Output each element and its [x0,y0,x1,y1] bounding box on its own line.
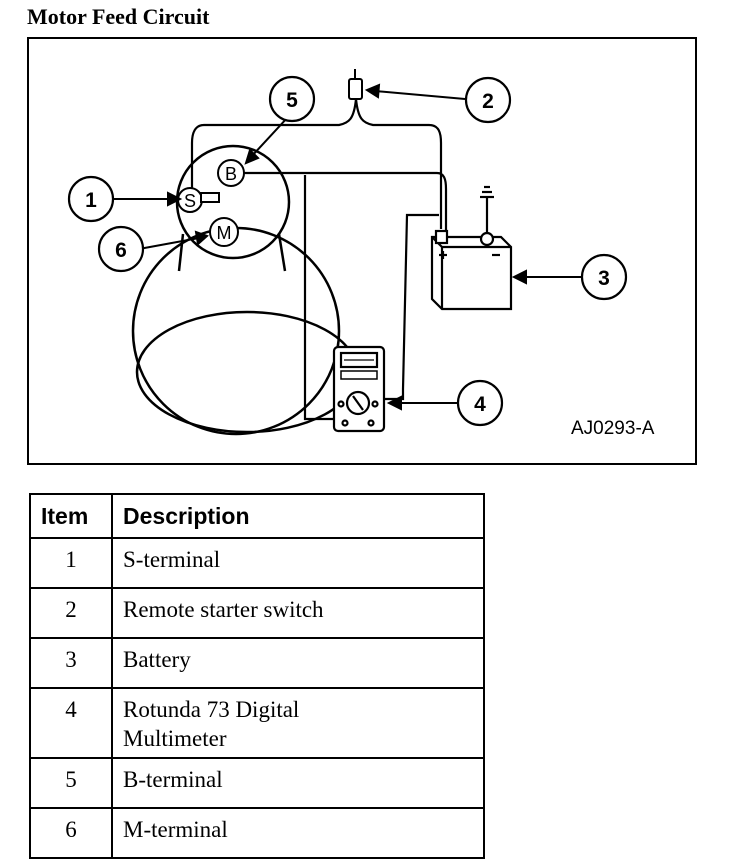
figure-reference: AJ0293-A [571,418,655,439]
terminal-b-letter: B [225,164,237,184]
battery-negative-post [479,231,495,247]
leader-2 [374,90,466,100]
item-description: Rotunda 73 Digital Multimeter [111,687,485,759]
item-number: 4 [29,687,113,759]
battery [430,185,513,311]
terminal-s: S [177,187,220,213]
callout-4: 4 [474,393,486,416]
solenoid [175,144,291,260]
terminal-b: B [217,159,245,187]
item-number: 6 [29,807,113,859]
callout-1: 1 [85,189,97,212]
header-item: Item [29,493,113,539]
wire-battery-to-meter [384,213,439,401]
callout-1-circle [67,175,115,223]
page-title: Motor Feed Circuit [27,4,210,29]
item-number: 1 [29,537,113,589]
terminal-m: M [209,217,239,247]
callout-3-circle [580,253,628,301]
multimeter [332,345,386,433]
terminal-m-letter: M [217,223,232,243]
item-number: 3 [29,637,113,689]
table-row: 3 Battery [29,637,485,689]
leader-5 [250,116,289,158]
item-table: Item Description 1 S-terminal 2 Remote s… [29,493,485,859]
callout-5: 5 [286,89,298,112]
remote-starter-switch [348,69,363,100]
callout-2: 2 [482,90,494,113]
table-row: 4 Rotunda 73 Digital Multimeter [29,687,485,759]
battery-positive-post [434,229,449,245]
starter-motor-body [135,310,359,434]
table-row: 5 B-terminal [29,757,485,809]
callout-2-circle [464,76,512,124]
table-row: 2 Remote starter switch [29,587,485,639]
table-header-row: Item Description [29,493,485,539]
item-number: 2 [29,587,113,639]
leader-6 [138,237,200,250]
table-row: 6 M-terminal [29,807,485,859]
wire-switch-to-battery [354,98,443,229]
header-description: Description [111,493,485,539]
item-description: S-terminal [111,537,485,589]
circuit-svg: B S M [67,69,628,436]
circuit-diagram: B S M [27,37,697,465]
callout-6: 6 [115,239,127,262]
solenoid-mount-left [177,233,185,272]
item-number: 5 [29,757,113,809]
table-row: 1 S-terminal [29,537,485,589]
item-description: B-terminal [111,757,485,809]
item-description: Remote starter switch [111,587,485,639]
callout-6-circle [97,225,145,273]
item-description: M-terminal [111,807,485,859]
item-description: Battery [111,637,485,689]
wire-motor-to-meter [303,175,337,421]
terminal-s-letter: S [184,191,196,211]
wire-switch-to-s [190,98,358,189]
callout-5-circle [268,75,316,123]
callout-3: 3 [598,267,610,290]
wire-b-to-battery [241,171,448,234]
solenoid-mount-right [277,233,287,272]
callout-4-circle [456,379,504,427]
